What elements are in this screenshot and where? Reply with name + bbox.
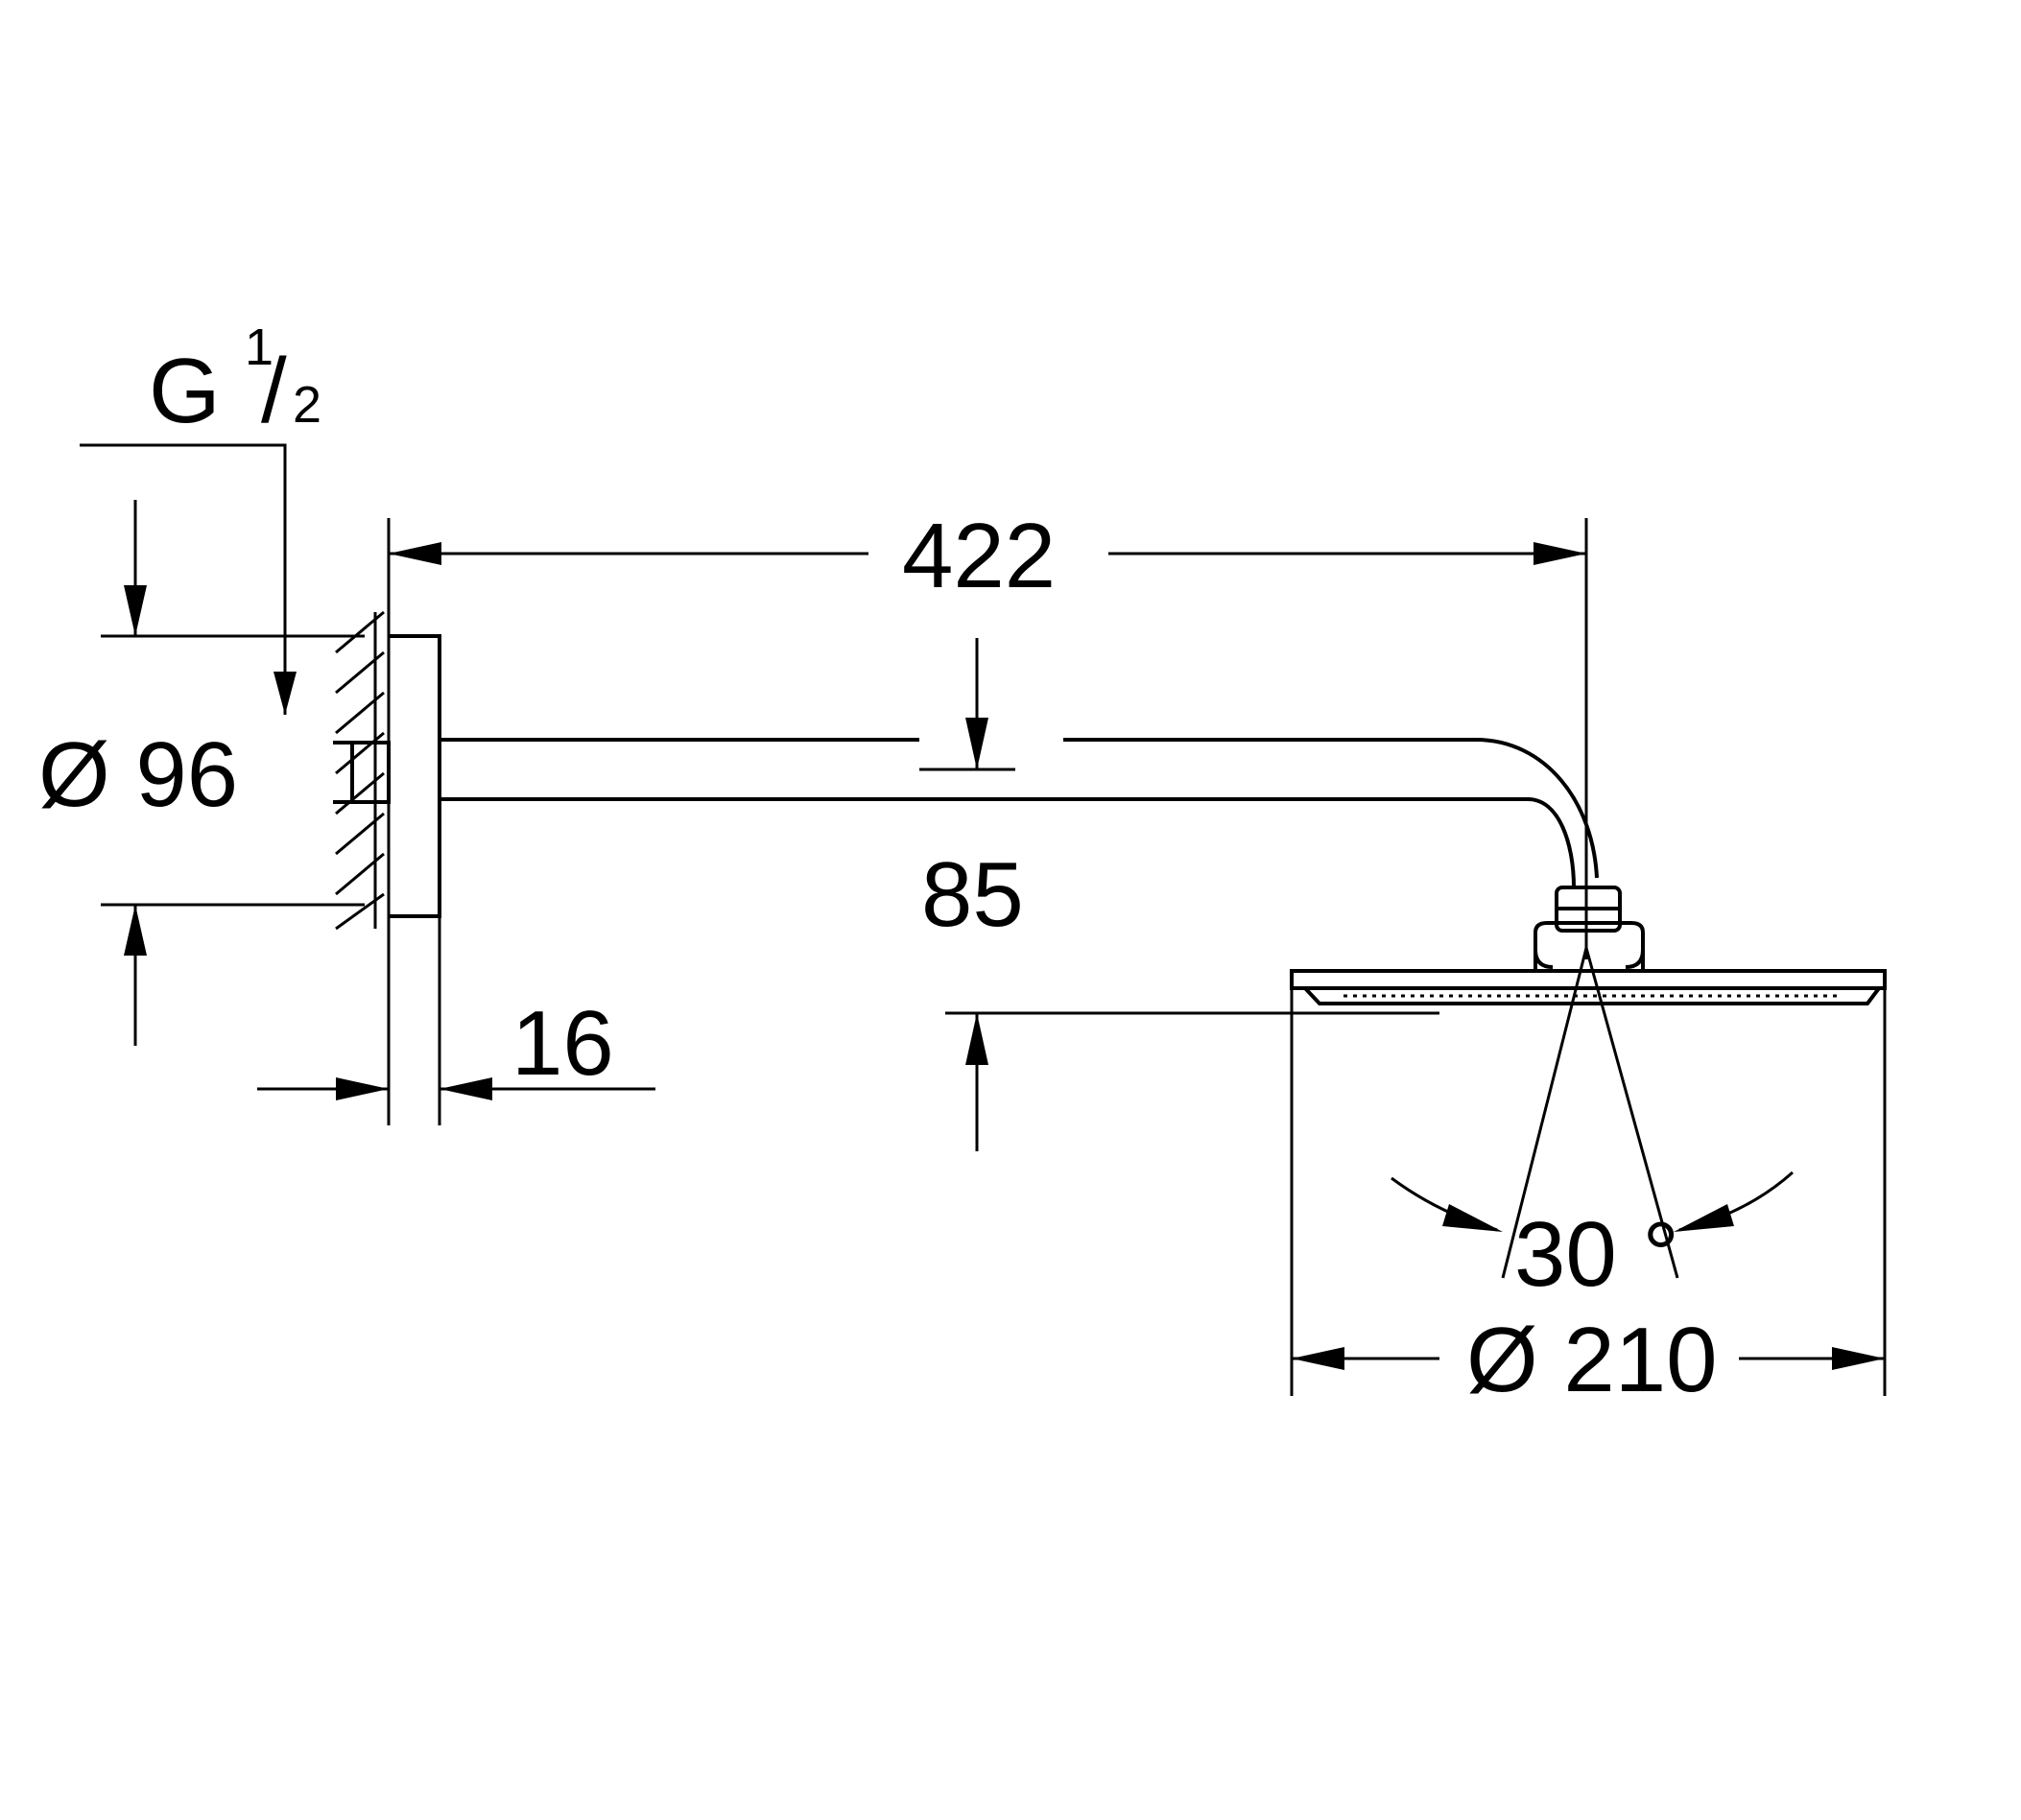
arm-length-dimension: [387, 518, 1586, 612]
thread-fraction-slash: /: [261, 340, 287, 442]
thread-fraction-numerator: 1: [245, 319, 273, 376]
flange-diameter-label: Ø 96: [38, 723, 238, 826]
thread-label: G: [149, 340, 221, 442]
head-height-label: 85: [921, 843, 1024, 946]
head-diameter-label: Ø 210: [1466, 1309, 1718, 1411]
flange-depth-dimension: [257, 916, 655, 1125]
shower-arm: [440, 518, 1599, 959]
wall-flange: [333, 634, 441, 918]
flange-diameter-dimension: [101, 500, 365, 1046]
spray-angle-dimension: [1391, 1170, 1795, 1232]
wall-hatching: [335, 610, 391, 931]
head-diameter-dimension: [1290, 971, 1887, 1396]
flange-depth-label: 16: [511, 992, 614, 1095]
thread-fraction-denominator: 2: [293, 376, 321, 434]
arm-length-label: 422: [902, 505, 1056, 607]
shower-head: [1290, 886, 1887, 1279]
spray-angle-label: 30 °: [1514, 1203, 1679, 1306]
head-height-dimension: [919, 638, 1439, 1151]
thread-callout: [80, 443, 297, 715]
